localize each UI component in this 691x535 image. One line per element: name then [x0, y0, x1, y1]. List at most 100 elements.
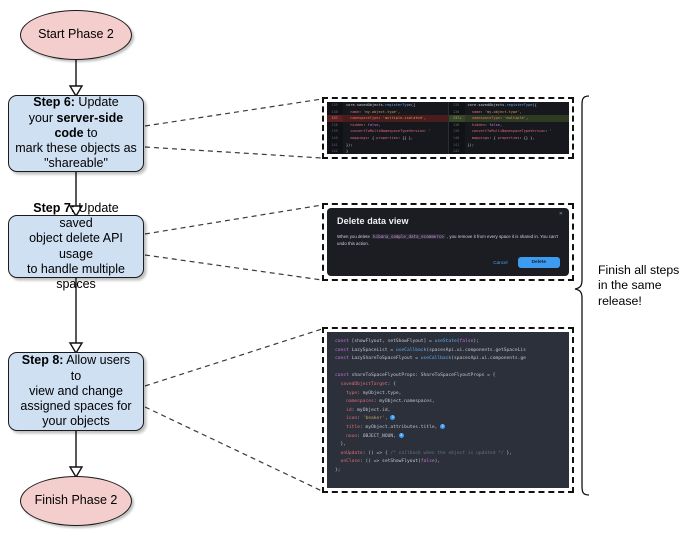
diff-line-number: 140: [448, 134, 465, 142]
diff-line-number: 136: [327, 108, 343, 116]
step-6-line3: mark these objects as: [15, 141, 137, 156]
diff-line-code: }: [346, 149, 349, 154]
flyout-code-block: const [showFlyout, setShowFlyout] = useS…: [327, 332, 569, 488]
code-line: icon: 'beaker', 1: [346, 415, 396, 422]
start-terminator: Start Phase 2: [20, 10, 132, 60]
diff-line: 137+ namespaceType: 'multiple',: [448, 115, 569, 122]
leader-step8-bottom: [144, 406, 323, 492]
code-line: const LazySpaceList = useCallback(spaces…: [335, 347, 526, 353]
leader-step7-bottom: [144, 254, 323, 281]
finish-label: Finish Phase 2: [34, 493, 118, 508]
callout-code-diff: 135 core.savedObjects.registerType({136 …: [322, 97, 574, 159]
diff-line: 142: [448, 148, 570, 154]
diff-line: 142 }: [327, 148, 448, 154]
step-6-line2b: to: [83, 125, 98, 140]
delete-data-view-modal: ✕ Delete data view When you delete kiban…: [327, 208, 569, 276]
diff-line: 135 core.savedObjects.registerType({: [448, 102, 570, 109]
step-6-line4: "shareable": [44, 156, 108, 171]
diff-pane-before: 135 core.savedObjects.registerType({136 …: [327, 102, 448, 154]
leader-step6-bottom: [144, 146, 323, 159]
release-note-line3: release!: [598, 293, 642, 308]
diff-line: 138 hidden: false,: [327, 121, 448, 129]
diff-line-code: name: 'my-object-type',: [350, 109, 401, 114]
diff-line-code: mappings: { properties: {} },: [471, 135, 535, 140]
diff-line-number: 137-: [327, 115, 343, 122]
delete-button[interactable]: Delete: [517, 257, 560, 268]
step-8-box: Step 8: Allow users to view and change a…: [8, 352, 144, 431]
code-line: };: [335, 467, 341, 473]
diff-line: 139 convertToMultiNamespaceTypeVersion: …: [327, 128, 448, 135]
cancel-button[interactable]: Cancel: [493, 260, 508, 265]
diff-line-code: convertToMultiNamespaceTypeVersion: ': [350, 129, 431, 134]
step-8-line1: Allow users to: [63, 353, 131, 383]
diff-line-code: });: [346, 142, 353, 147]
code-line: title: myObject.attributes.title, 2: [346, 423, 446, 430]
diff-line-number: 138: [327, 121, 343, 129]
diff-line-code: hidden: false,: [471, 122, 503, 127]
step-8-line2: view and change: [29, 383, 123, 398]
diff-line-code: namespaceType: 'multiple',: [471, 116, 529, 121]
step-7-line1: Update saved: [59, 200, 119, 230]
diff-line: 141 });: [327, 141, 448, 149]
diff-line-number: 135: [327, 102, 343, 109]
step-6-line2-bold: server-side code: [54, 110, 124, 140]
diff-line-number: 135: [448, 102, 465, 109]
step-6-box: Step 6: Update your server-side code to …: [8, 95, 144, 172]
diff-pane-after: 135 core.savedObjects.registerType({136 …: [447, 102, 570, 154]
dialog-object-name: kibana_sample_data_ecommerce: [371, 234, 446, 239]
step-7-line2: object delete API usage: [29, 231, 123, 261]
diff-line-code: namespaceType: 'multiple-isolated',: [350, 116, 427, 121]
code-line: onClose: () => setShowFlyout(false),: [340, 459, 441, 465]
diff-line-number: 137+: [448, 115, 465, 122]
code-line: noun: OBJECT_NOUN, 3: [346, 432, 404, 439]
diff-line-number: 142: [448, 148, 465, 154]
code-line: namespaces: myObject.namespaces,: [346, 399, 435, 405]
diff-line-number: 141: [327, 141, 343, 149]
release-note-line2: in the same: [598, 278, 662, 293]
code-line: const LazyShareToSpaceFlyout = useCallba…: [335, 356, 526, 362]
diff-line: 136 name: 'my-object-type',: [448, 108, 570, 116]
release-note: Finish all steps in the same release!: [598, 263, 690, 309]
code-line: },: [335, 442, 347, 448]
code-line: id: myObject.id,: [346, 407, 391, 413]
dialog-body-after: , you remove it from every space it is s…: [337, 234, 558, 246]
annotation-badge-2: 2: [440, 423, 446, 429]
diff-line-number: 139: [448, 128, 465, 135]
diff-line-number: 139: [327, 128, 343, 135]
code-line: savedObjectTarget: {: [340, 381, 396, 387]
code-line: type: myObject.type,: [346, 390, 402, 396]
close-icon[interactable]: ✕: [558, 211, 563, 217]
diff-line: 136 name: 'my-object-type',: [327, 108, 448, 116]
diff-line: 139 convertToMultiNamespaceTypeVersion: …: [448, 128, 570, 135]
diff-line-number: 140: [327, 134, 343, 142]
step-7-box: Step 7: Update saved object delete API u…: [8, 201, 144, 291]
diff-line-code: mappings: { properties: {} },: [350, 135, 414, 140]
grouping-brace: [574, 95, 590, 496]
leader-step7-top: [144, 204, 323, 235]
diff-line-code: hidden: false,: [350, 122, 381, 127]
dialog-actions: Cancel Delete: [493, 257, 560, 268]
annotation-badge-1: 1: [390, 415, 396, 421]
dialog-body: When you delete kibana_sample_data_ecomm…: [337, 233, 559, 247]
step-8-line4: your objects: [42, 414, 110, 429]
step-6-line1: Update: [74, 95, 119, 110]
diff-line-code: name: 'my-object-type',: [471, 109, 522, 114]
code-line: [335, 364, 569, 373]
diff-line-number: 142: [327, 148, 343, 154]
diff-line: 137- namespaceType: 'multiple-isolated',: [327, 115, 448, 122]
leader-step8-top: [144, 328, 323, 387]
diff-line-code: });: [467, 142, 475, 147]
diff-line: 140 mappings: { properties: {} },: [448, 134, 570, 142]
diff-line: 141 });: [448, 141, 570, 149]
dialog-body-before: When you delete: [337, 234, 372, 239]
diff-line-number: 138: [448, 121, 465, 129]
code-line: const [showFlyout, setShowFlyout] = useS…: [335, 339, 479, 344]
code-line: const shareToSpaceFlyoutProps: ShareToSp…: [335, 373, 496, 379]
annotation-badge-3: 3: [398, 432, 404, 438]
diff-line: 138 hidden: false,: [448, 121, 570, 129]
code-diff-viewer: 135 core.savedObjects.registerType({136 …: [327, 102, 569, 154]
step-7-line3: to handle multiple spaces: [27, 261, 125, 291]
diff-line-code: convertToMultiNamespaceTypeVersion: ': [471, 129, 552, 134]
leader-step6-top: [144, 98, 323, 127]
